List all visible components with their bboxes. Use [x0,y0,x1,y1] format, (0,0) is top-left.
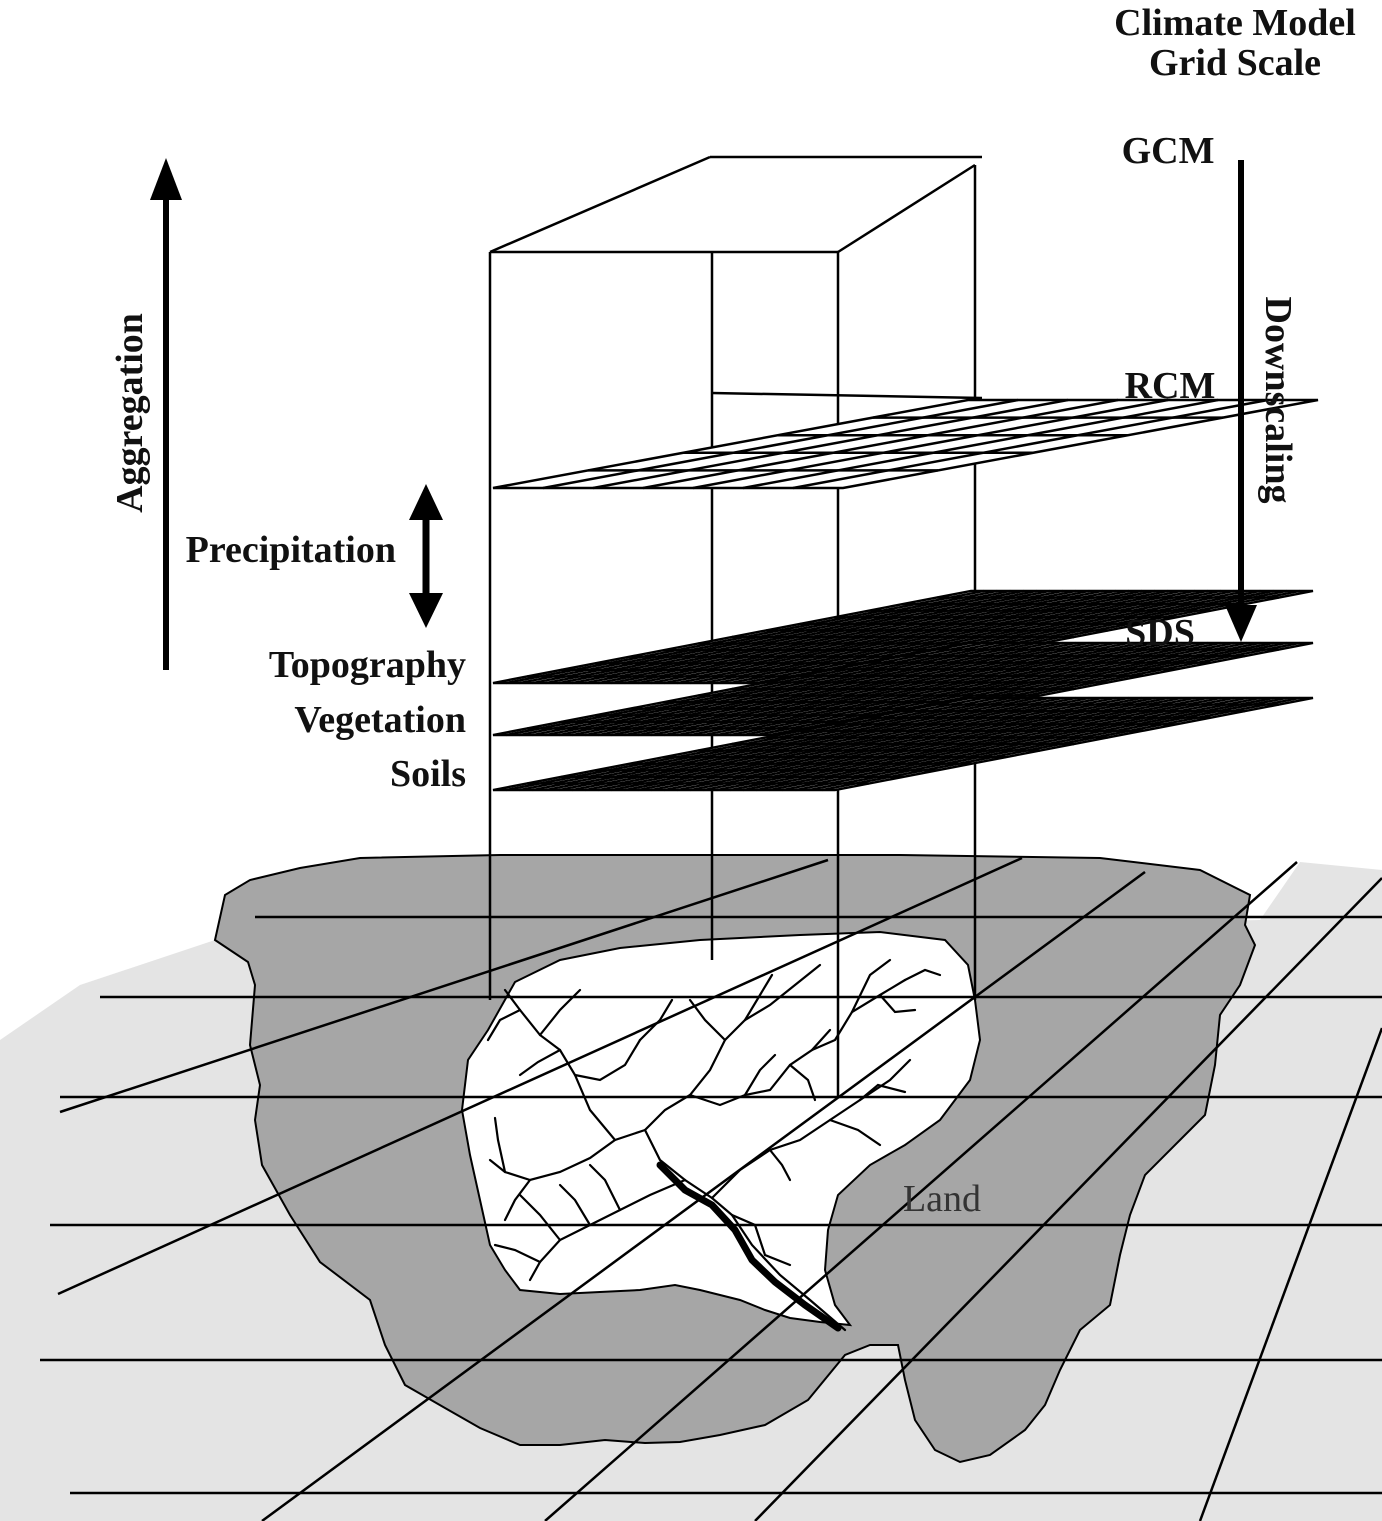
gcm-label: GCM [1122,130,1215,172]
vegetation-fine-grid [492,641,1314,737]
aggregation-label: Aggregation [109,313,151,513]
aggregation-arrow[interactable] [150,158,182,670]
sds-label: SDS [1125,612,1195,654]
ground-grid-oblique [57,856,1382,1521]
precipitation-label: Precipitation [186,529,396,571]
main-river [656,1161,842,1332]
grid-line [692,398,1169,490]
precipitation-double-arrow[interactable] [409,484,443,628]
grid-line [592,398,1069,490]
topography-label: Topography [269,644,466,686]
grid-line [792,398,1269,490]
downscaling-arrow[interactable] [1225,160,1257,642]
land-label: Land [903,1178,981,1220]
downscaling-label: Downscaling [1257,297,1299,504]
header-line-1: Climate Model [1114,2,1356,44]
grid-line [542,398,1019,490]
vegetation-label: Vegetation [294,699,466,741]
soils-fine-grid [492,696,1314,792]
grid-line [742,398,1219,490]
soils-label: Soils [390,753,466,795]
ground-grid-horizontal [40,915,1382,1495]
header-line-2: Grid Scale [1149,42,1321,84]
grid-plane [492,398,1319,490]
rcm-label: RCM [1125,365,1216,407]
grid-line [642,398,1119,490]
watershed-basin [460,930,982,1327]
rcm-medium-grid [492,398,1319,490]
grid-column-box [488,155,983,1097]
